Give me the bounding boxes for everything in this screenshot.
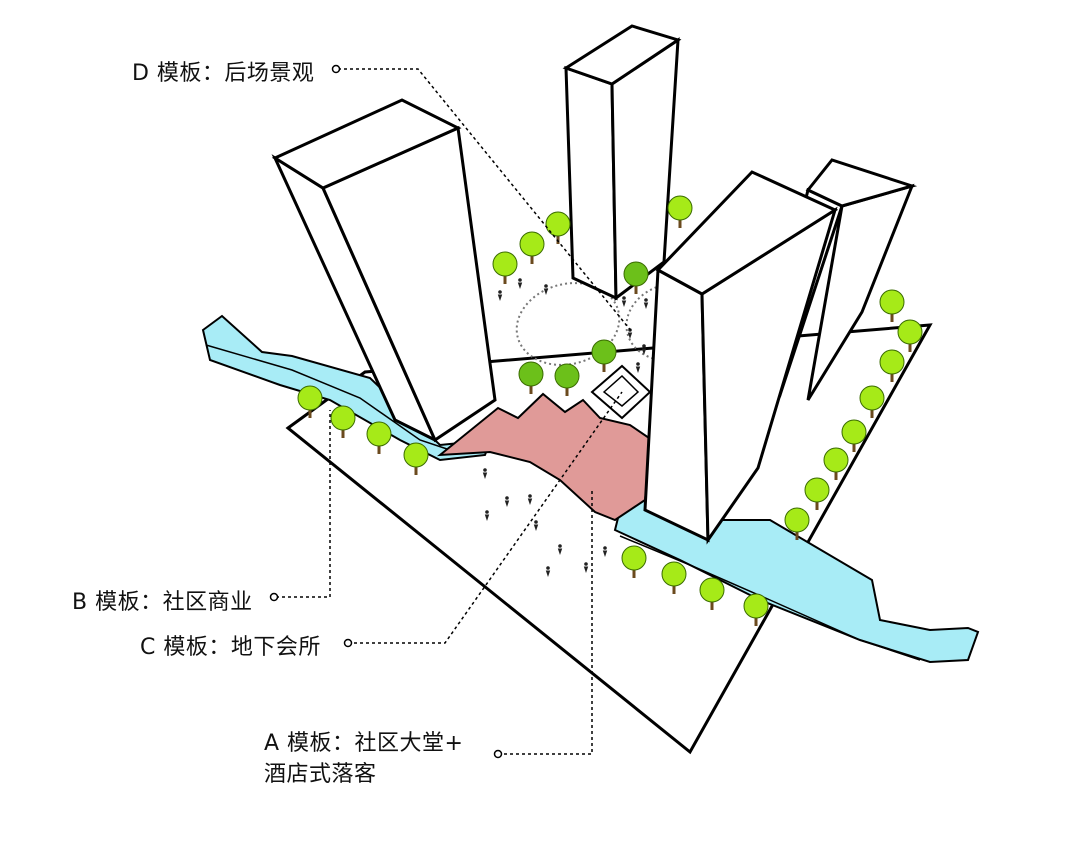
tree-icon bbox=[366, 421, 392, 454]
tree-icon bbox=[330, 405, 356, 438]
leader-dot-c bbox=[343, 638, 353, 648]
person-icon bbox=[641, 344, 647, 355]
person-icon bbox=[543, 284, 549, 295]
water-edge-left bbox=[205, 344, 451, 451]
tree-row-front bbox=[621, 545, 769, 626]
person-icon bbox=[602, 546, 608, 557]
people-figures bbox=[482, 278, 649, 577]
person-icon bbox=[621, 296, 627, 307]
person-icon bbox=[517, 278, 523, 289]
tree-icon bbox=[897, 319, 923, 352]
leader-dot-d bbox=[331, 64, 341, 74]
tree-icon bbox=[591, 339, 617, 372]
person-icon bbox=[482, 468, 488, 479]
person-icon bbox=[504, 496, 510, 507]
person-icon bbox=[545, 566, 551, 577]
leader-dot-b bbox=[269, 592, 279, 602]
community-lobby-zone bbox=[436, 392, 654, 522]
label-a-lobby-line2: 酒店式落客 bbox=[264, 762, 377, 787]
tree-icon bbox=[297, 385, 323, 418]
label-a-lobby-line1: A 模板：社区大堂+ bbox=[264, 731, 464, 756]
tree-icon bbox=[545, 211, 571, 244]
leader-line-d bbox=[338, 68, 633, 333]
tower-left bbox=[271, 98, 497, 444]
tree-icon bbox=[661, 561, 687, 594]
tree-icon bbox=[518, 361, 544, 394]
person-icon bbox=[533, 520, 539, 531]
tree-icon bbox=[879, 289, 905, 322]
underground-entrance-inner bbox=[602, 374, 640, 407]
tree-icon bbox=[519, 231, 545, 264]
tree-icon bbox=[554, 363, 580, 396]
tree-icon bbox=[667, 195, 693, 228]
tree-icon bbox=[784, 507, 810, 540]
tree-icon bbox=[699, 577, 725, 610]
person-icon bbox=[635, 362, 641, 373]
tree-row-right bbox=[784, 289, 923, 540]
leader-line-b bbox=[276, 410, 331, 598]
tree-icon bbox=[804, 477, 830, 510]
person-icon bbox=[497, 290, 503, 301]
tree-icon bbox=[621, 545, 647, 578]
leader-line-c bbox=[348, 391, 623, 644]
tower-front-right bbox=[643, 170, 839, 545]
tree-icon bbox=[492, 251, 518, 284]
tree-icon bbox=[859, 385, 885, 418]
tree-icon bbox=[623, 261, 649, 294]
water-edge-right bbox=[619, 535, 921, 661]
leader-dot-a bbox=[493, 749, 503, 759]
label-b-commercial: B 模板：社区商业 bbox=[72, 590, 253, 615]
person-icon bbox=[583, 562, 589, 573]
tree-group-courtyard bbox=[518, 261, 649, 396]
person-icon bbox=[484, 510, 490, 521]
tree-row-back bbox=[492, 195, 693, 284]
tree-icon bbox=[879, 349, 905, 382]
leader-lines bbox=[276, 68, 633, 755]
label-c-clubhouse: C 模板：地下会所 bbox=[140, 635, 321, 660]
leader-line-a bbox=[498, 488, 593, 755]
person-icon bbox=[557, 544, 563, 555]
person-icon bbox=[643, 298, 649, 309]
landscape-ellipse-left bbox=[515, 282, 621, 366]
tower-back-center bbox=[562, 24, 682, 301]
tree-icon bbox=[403, 442, 429, 475]
tree-icon bbox=[743, 593, 769, 626]
tree-icon bbox=[823, 447, 849, 480]
tree-row-left bbox=[297, 385, 429, 475]
tree-icon bbox=[841, 419, 867, 452]
label-d-landscape: D 模板：后场景观 bbox=[132, 61, 315, 86]
person-icon bbox=[527, 494, 533, 505]
